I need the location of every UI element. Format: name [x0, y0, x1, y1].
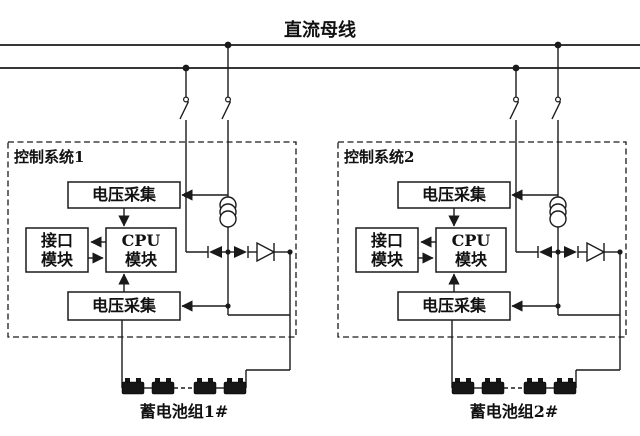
interface-module-box [355, 227, 419, 273]
diode-open-icon [586, 241, 606, 263]
battery-cell-icon [193, 381, 217, 395]
diode-right-icon [564, 246, 577, 258]
disconnect-switch-icon [183, 96, 190, 103]
voltage-acquisition-top-label: 电压采集 [422, 185, 487, 204]
disconnect-switch-icon [225, 96, 232, 103]
control-system-boundary [337, 141, 627, 338]
interface-module-box [25, 227, 89, 273]
switch-blade-icon [509, 101, 520, 120]
cpu-module-label-line1: CPU [452, 231, 491, 250]
battery-terminal-icon [568, 378, 573, 382]
control-system-2: 控制系统2 电压采集 接口 模块 CPU 模块 电压采集 [337, 41, 627, 421]
battery-terminal-icon [166, 378, 171, 382]
control-system-title: 控制系统1 [14, 148, 84, 166]
battery-cell-icon [223, 381, 247, 395]
battery-cell-icon [121, 381, 145, 395]
junction-dot [513, 192, 519, 198]
switch-blade-icon [179, 101, 190, 120]
battery-terminal-icon [155, 378, 160, 382]
cpu-module-box [435, 227, 507, 273]
battery-cell-icon [451, 381, 475, 395]
voltage-acquisition-top-box [397, 181, 511, 209]
diode-left-icon [209, 246, 222, 258]
cpu-module-label-line2: 模块 [455, 250, 488, 269]
battery-string [451, 378, 577, 395]
junction-dot [183, 192, 189, 198]
battery-string [121, 378, 247, 395]
switch-blade-icon [551, 101, 562, 120]
interface-module-label-line1: 接口 [41, 231, 73, 250]
battery-group-label: 蓄电池组1# [140, 402, 229, 421]
battery-terminal-icon [466, 378, 471, 382]
battery-terminal-icon [557, 378, 562, 382]
diode-left-icon [539, 246, 552, 258]
interface-module-label-line2: 模块 [371, 250, 404, 269]
battery-terminal-icon [227, 378, 232, 382]
transformer-coil-icon [219, 210, 237, 228]
diode-open-icon [256, 241, 276, 263]
disconnect-switch-icon [555, 96, 562, 103]
battery-cell-icon [553, 381, 577, 395]
battery-cell-icon [481, 381, 505, 395]
battery-terminal-icon [197, 378, 202, 382]
battery-terminal-icon [527, 378, 532, 382]
battery-cell-icon [523, 381, 547, 395]
control-system-boundary [7, 141, 297, 338]
cpu-module-label-line2: 模块 [125, 250, 158, 269]
voltage-acquisition-top-label: 电压采集 [92, 185, 157, 204]
battery-terminal-icon [455, 378, 460, 382]
battery-terminal-icon [485, 378, 490, 382]
cpu-module-label-line1: CPU [122, 231, 161, 250]
interface-module-label-line2: 模块 [41, 250, 74, 269]
transformer-coil-icon [549, 210, 567, 228]
battery-group-label: 蓄电池组2# [470, 402, 559, 421]
battery-terminal-icon [538, 378, 543, 382]
control-system-1: 控制系统1 电压采集 接口 模块 CPU 模块 电压采集 [7, 41, 297, 421]
battery-terminal-icon [238, 378, 243, 382]
dc-bus-label: 直流母线 [284, 19, 356, 41]
battery-terminal-icon [125, 378, 130, 382]
voltage-acquisition-bottom-label: 电压采集 [92, 296, 157, 315]
voltage-acquisition-bottom-box [67, 291, 181, 321]
diode-right-icon [234, 246, 247, 258]
battery-terminal-icon [136, 378, 141, 382]
voltage-acquisition-bottom-label: 电压采集 [422, 296, 487, 315]
switch-blade-icon [221, 101, 232, 120]
disconnect-switch-icon [513, 96, 520, 103]
cpu-module-box [105, 227, 177, 273]
battery-cell-icon [151, 381, 175, 395]
interface-module-label-line1: 接口 [371, 231, 403, 250]
control-system-title: 控制系统2 [344, 148, 414, 166]
battery-terminal-icon [496, 378, 501, 382]
battery-terminal-icon [208, 378, 213, 382]
